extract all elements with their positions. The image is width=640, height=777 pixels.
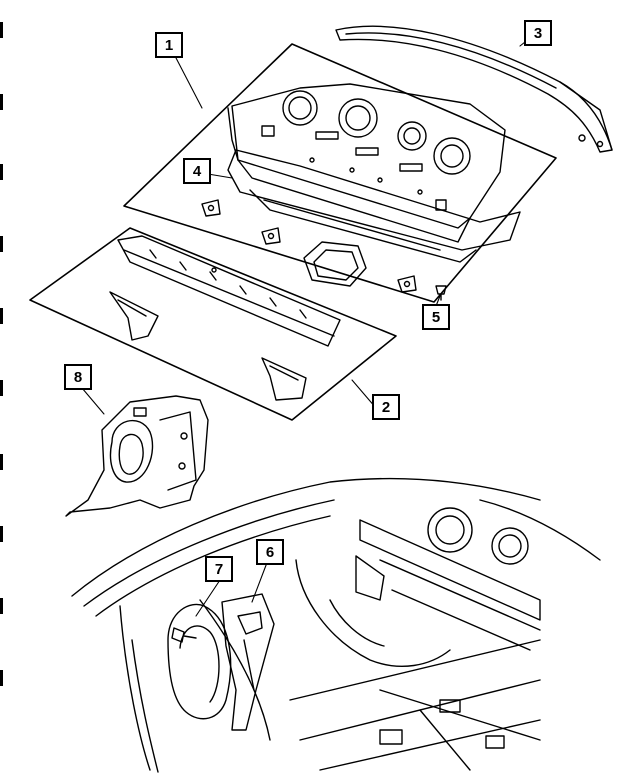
rear-shelf-panel <box>227 83 506 243</box>
reinforcement-gusset-left <box>109 291 159 341</box>
shelf-brackets <box>201 199 417 293</box>
callout-8: 8 <box>64 364 92 390</box>
page-edge-mark <box>0 526 3 542</box>
liner-push-pin <box>171 627 197 643</box>
page-edge-mark <box>0 598 3 614</box>
callout-1: 1 <box>155 32 183 58</box>
rear-shelf-panel-frame <box>123 43 557 303</box>
callout-6: 6 <box>256 539 284 565</box>
page-edge-mark <box>0 380 3 396</box>
page-edge-mark <box>0 670 3 686</box>
page-edge-mark <box>0 236 3 252</box>
page-edge-mark <box>0 454 3 470</box>
rear-panel-reinforcement-frame <box>29 227 397 421</box>
reinforcement-gusset-right <box>261 357 307 401</box>
callout-3: 3 <box>524 20 552 46</box>
wheelhouse-bracket <box>221 593 275 731</box>
access-cover-plate <box>303 241 367 287</box>
callout-7: 7 <box>205 556 233 582</box>
page-edge-mark <box>0 308 3 324</box>
callout-5: 5 <box>422 304 450 330</box>
page-edge-mark <box>0 94 3 110</box>
wheelhouse-liner <box>167 603 232 720</box>
page-edge-mark <box>0 164 3 180</box>
rear-header-rail <box>335 25 613 153</box>
rear-panel-reinforcement <box>117 235 341 347</box>
rear-shelf-reinforcement <box>227 149 521 263</box>
callout-2: 2 <box>372 394 400 420</box>
leader-lines <box>81 37 531 617</box>
vehicle-body-assembly <box>71 477 601 773</box>
callout-4: 4 <box>183 158 211 184</box>
page-edge-mark <box>0 22 3 38</box>
wheelhouse-inner-panel <box>65 395 209 517</box>
push-pin-fastener <box>435 285 447 301</box>
